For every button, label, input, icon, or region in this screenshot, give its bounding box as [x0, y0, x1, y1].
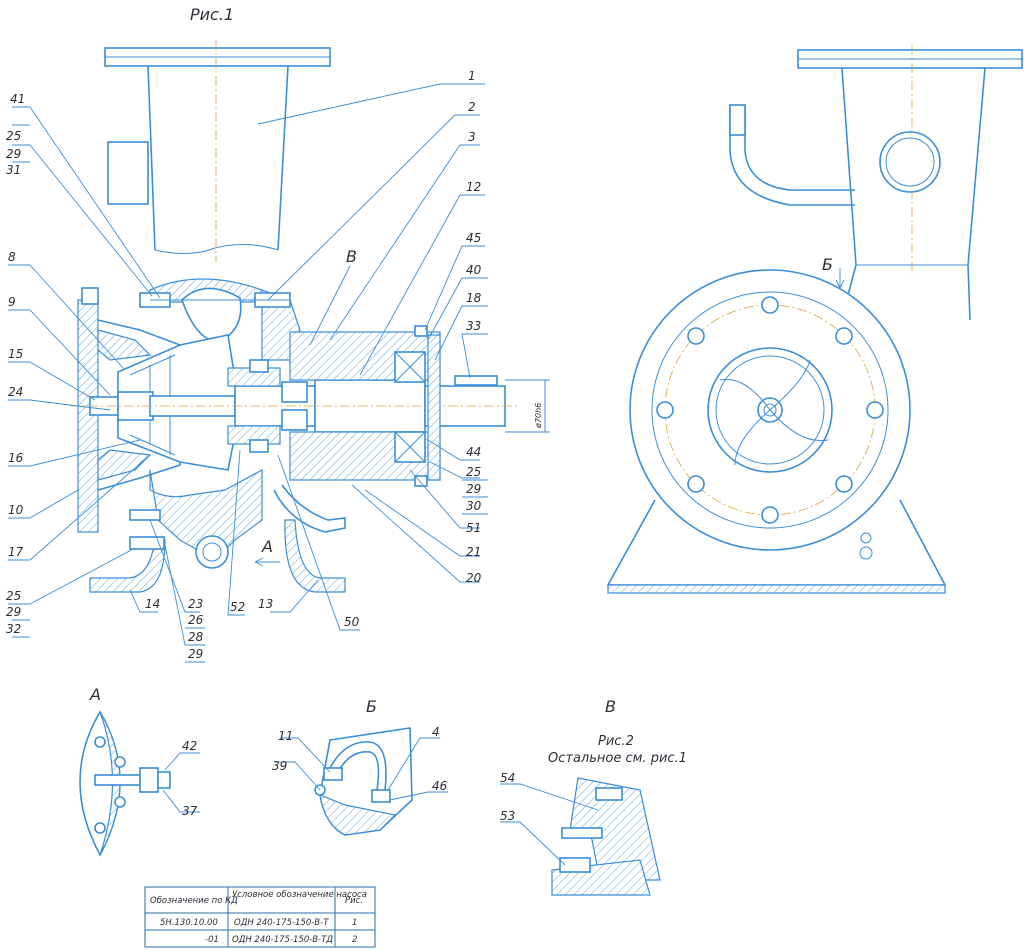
- callout-16: 16: [8, 451, 24, 465]
- detail-v-note: Остальное см. рис.1: [548, 751, 687, 766]
- callout-32: 32: [6, 622, 21, 636]
- table-header-pump: Условное обозначение насоса: [232, 890, 367, 900]
- dimension-shaft-diameter: ø70h6: [534, 403, 543, 429]
- callout-25-bottom: 25: [6, 589, 21, 603]
- detail-b: Б 11 39 4 46: [272, 697, 448, 836]
- callout-1: 1: [468, 69, 476, 83]
- table-row1-designation: 5Н.130.10.00: [160, 918, 218, 928]
- callout-23: 23: [188, 597, 203, 611]
- callout-33: 33: [466, 319, 481, 333]
- detail-v-subtitle: Рис.2: [598, 734, 634, 749]
- side-view-bolt-holes: [656, 296, 884, 524]
- callout-28: 28: [188, 630, 204, 644]
- callout-numbers: 1 2 3 12 45 40 18 33 41 25 29 31 8 9 15 …: [6, 69, 482, 661]
- callout-52: 52: [230, 600, 245, 614]
- mechanical-seal: [227, 359, 281, 453]
- table-row2-pump: ОДН 240-175-150-В-ТД: [232, 935, 333, 945]
- table-row1-fig: 1: [352, 918, 357, 928]
- callout-25-top: 25: [6, 129, 21, 143]
- callout-9: 9: [8, 295, 16, 309]
- callout-21: 21: [466, 545, 481, 559]
- callout-31: 31: [6, 163, 21, 177]
- callout-20: 20: [466, 571, 482, 585]
- table-header-designation: Обозначение по КД: [150, 896, 238, 906]
- view-mark-b: Б: [822, 255, 833, 274]
- callout-8: 8: [8, 250, 16, 264]
- view-mark-v: В: [346, 247, 357, 266]
- detail-b-callout-4: 4: [432, 725, 440, 739]
- detail-b-callout-39: 39: [272, 759, 287, 773]
- callout-29-bottom: 29: [6, 605, 21, 619]
- callout-10: 10: [8, 503, 24, 517]
- callout-41: 41: [10, 92, 25, 106]
- callout-30: 30: [466, 499, 482, 513]
- callout-29-right: 29: [466, 482, 481, 496]
- detail-b-callout-46: 46: [432, 779, 448, 793]
- callout-40: 40: [466, 263, 482, 277]
- callout-3: 3: [468, 130, 476, 144]
- inlet-flange-part: [104, 40, 331, 262]
- callout-15: 15: [8, 347, 23, 361]
- suction-flange: [77, 287, 181, 533]
- support-feet: [89, 509, 346, 593]
- detail-v-callout-53: 53: [500, 809, 515, 823]
- callout-50: 50: [344, 615, 360, 629]
- view-mark-a: А: [261, 537, 273, 556]
- callout-51: 51: [466, 521, 481, 535]
- volute-lower: [149, 468, 346, 569]
- callout-18: 18: [466, 291, 482, 305]
- shaft-dimension: ø70h6: [505, 379, 550, 433]
- callout-26: 26: [188, 613, 204, 627]
- callout-14: 14: [145, 597, 160, 611]
- detail-a-callout-37: 37: [182, 804, 198, 818]
- callout-leaders: [8, 83, 488, 663]
- table-row2-fig: 2: [352, 935, 357, 945]
- callout-29-mid: 29: [188, 647, 203, 661]
- figure1-title: Рис.1: [190, 5, 234, 24]
- callout-45: 45: [466, 231, 481, 245]
- table-header-fig: Рис.: [345, 896, 363, 906]
- callout-44: 44: [466, 445, 481, 459]
- detail-a: А 42 37: [79, 685, 200, 857]
- figure1-section-view: Рис.1: [6, 5, 550, 663]
- callout-25-right: 25: [466, 465, 481, 479]
- callout-2: 2: [468, 100, 476, 114]
- callout-29-top: 29: [6, 147, 21, 161]
- callout-17: 17: [8, 545, 24, 559]
- detail-a-callout-42: 42: [182, 739, 197, 753]
- designation-table: Обозначение по КД Условное обозначение н…: [144, 886, 376, 948]
- detail-v: В Рис.2 Остальное см. рис.1 54 53: [500, 697, 687, 896]
- detail-v-callout-54: 54: [500, 771, 515, 785]
- side-view: Б: [606, 45, 1023, 594]
- callout-13: 13: [258, 597, 273, 611]
- detail-b-title: Б: [366, 697, 377, 716]
- bearing-housing: [281, 325, 441, 487]
- callout-24: 24: [8, 385, 23, 399]
- table-row2-designation: -01: [205, 935, 219, 945]
- detail-v-title: В: [605, 697, 616, 716]
- detail-a-title: А: [89, 685, 101, 704]
- table-row1-pump: ОДН 240-175-150-В-Т: [234, 918, 329, 928]
- detail-b-callout-11: 11: [278, 729, 293, 743]
- callout-12: 12: [466, 180, 481, 194]
